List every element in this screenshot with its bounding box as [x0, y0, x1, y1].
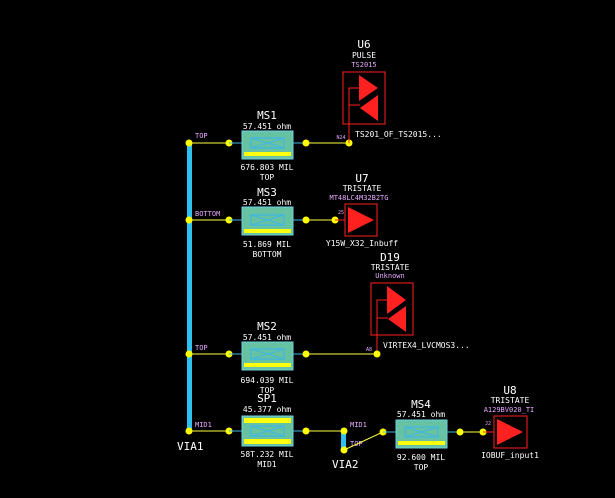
- component-lead: [348, 87, 360, 143]
- layer-label: TOP: [195, 132, 208, 140]
- tline-stripe: [244, 418, 291, 423]
- component-part: MT48LC4M32B2TG: [329, 194, 388, 202]
- via2-label: VIA2: [332, 458, 359, 471]
- component-type: TRISTATE: [491, 396, 530, 405]
- tline-length: 694.039 MIL: [241, 376, 294, 385]
- pin-label: J2: [485, 421, 491, 427]
- component-outline: [344, 203, 378, 237]
- tline-length: 92.600 MIL: [397, 453, 445, 462]
- tline-cross: [404, 426, 439, 438]
- tline-ms1[interactable]: MS1 57.451 ohm 676.803 MIL TOP: [229, 109, 306, 182]
- tline-name: MS1: [257, 109, 277, 122]
- node: [456, 428, 464, 436]
- component-ref: D19: [380, 251, 400, 264]
- component-ref: U7: [355, 172, 368, 185]
- tline-name: MS3: [257, 186, 277, 199]
- layer-label: MID1: [195, 421, 212, 429]
- component-lead: [376, 299, 388, 355]
- tline-stripe: [398, 441, 445, 445]
- tline-impedance: 57.451 ohm: [397, 410, 445, 419]
- component-type: TRISTATE: [371, 263, 410, 272]
- node: [302, 350, 310, 358]
- component-outline: [370, 282, 414, 336]
- net-row-ms1: TOP MS1 57.451 ohm 676.803 MIL TOP N24 U…: [185, 38, 442, 182]
- component-model: Y15W_X32_Inbuff: [326, 239, 398, 248]
- via2-bar: [341, 431, 346, 450]
- node: [302, 139, 310, 147]
- tline-cross: [250, 214, 285, 226]
- component-model: VIRTEX4_LVCMOS3...: [383, 341, 470, 350]
- tline-stripe: [244, 439, 291, 444]
- tline-impedance: 57.451 ohm: [243, 122, 291, 131]
- component-ref: U8: [503, 384, 516, 397]
- tline-name: SP1: [257, 392, 277, 405]
- tline-impedance: 57.451 ohm: [243, 198, 291, 207]
- component-type: PULSE: [352, 51, 376, 60]
- component-part: Unknown: [375, 272, 405, 280]
- tline-ms3[interactable]: MS3 57.451 ohm 51.869 MIL BOTTOM: [229, 186, 306, 259]
- pin-label: N24: [336, 135, 345, 141]
- component-u8[interactable]: J2 U8 TRISTATE A129BV020_TI IOBUF_input1: [481, 384, 539, 460]
- tline-cross: [250, 348, 285, 360]
- tline-cross: [250, 137, 285, 149]
- component-ref: U6: [357, 38, 370, 51]
- node: [302, 427, 310, 435]
- tline-length: 676.803 MIL: [241, 163, 294, 172]
- tline-impedance: 45.377 ohm: [243, 405, 291, 414]
- component-outline: [493, 415, 528, 449]
- via2[interactable]: MID1 TOP VIA2: [332, 421, 367, 471]
- buffer-triangle-icon: [359, 75, 378, 101]
- tline-ms2[interactable]: MS2 57.451 ohm 694.039 MIL TOP: [229, 320, 306, 395]
- node: [185, 350, 193, 358]
- net-row-ms3: BOTTOM MS3 57.451 ohm 51.869 MIL BOTTOM …: [185, 172, 398, 259]
- tline-layer: MID1: [257, 460, 276, 469]
- tline-length: 51.869 MIL: [243, 240, 291, 249]
- buffer-triangle-icon: [360, 95, 378, 121]
- component-part: TS2015: [351, 61, 376, 69]
- via1-bar[interactable]: [187, 141, 192, 432]
- component-type: TRISTATE: [343, 184, 382, 193]
- tline-layer: BOTTOM: [253, 250, 282, 259]
- tline-name: MS2: [257, 320, 277, 333]
- node: [185, 427, 193, 435]
- component-part: A129BV020_TI: [484, 406, 535, 414]
- tline-impedance: 57.451 ohm: [243, 333, 291, 342]
- buffer-triangle-icon: [348, 207, 374, 233]
- buffer-triangle-icon: [497, 419, 523, 445]
- component-u6[interactable]: N24 U6 PULSE TS2015 TS201_OF_TS2015...: [336, 38, 442, 143]
- net-row-sp1: MID1 VIA1 SP1 45.377 ohm 58T.232 MIL MID…: [177, 384, 539, 472]
- pin-label: 25: [338, 210, 344, 216]
- component-u7[interactable]: 25 U7 TRISTATE MT48LC4M32B2TG Y15W_X32_I…: [326, 172, 398, 248]
- component-outline: [342, 71, 386, 125]
- tline-layer: TOP: [414, 463, 429, 472]
- tline-stripe: [244, 363, 291, 367]
- tline-layer: TOP: [260, 173, 275, 182]
- tline-stripe: [244, 152, 291, 156]
- node: [302, 216, 310, 224]
- via1-label: VIA1: [177, 440, 204, 453]
- buffer-triangle-icon: [388, 306, 406, 332]
- tline-ms4[interactable]: MS4 57.451 ohm 92.600 MIL TOP: [383, 398, 460, 472]
- component-d19[interactable]: D19 TRISTATE Unknown A8 VIRTEX4_LVCMOS3.…: [366, 251, 470, 355]
- node: [340, 427, 348, 435]
- node: [185, 139, 193, 147]
- node: [373, 350, 381, 358]
- tline-cross: [250, 425, 285, 437]
- tline-sp1[interactable]: SP1 45.377 ohm 58T.232 MIL MID1: [229, 392, 306, 469]
- pin-label: A8: [366, 347, 372, 353]
- tline-stripe: [244, 229, 291, 233]
- via2-top-layer: MID1: [350, 421, 367, 429]
- component-model: IOBUF_input1: [481, 451, 539, 460]
- tline-length: 58T.232 MIL: [241, 450, 294, 459]
- node: [185, 216, 193, 224]
- buffer-triangle-icon: [387, 286, 406, 314]
- wire: [343, 431, 384, 451]
- net-row-ms2: TOP MS2 57.451 ohm 694.039 MIL TOP: [185, 320, 381, 395]
- tline-name: MS4: [411, 398, 431, 411]
- component-model: TS201_OF_TS2015...: [355, 130, 442, 139]
- layer-label: BOTTOM: [195, 210, 220, 218]
- layer-label: TOP: [195, 344, 208, 352]
- tline-layer: TOP: [260, 386, 275, 395]
